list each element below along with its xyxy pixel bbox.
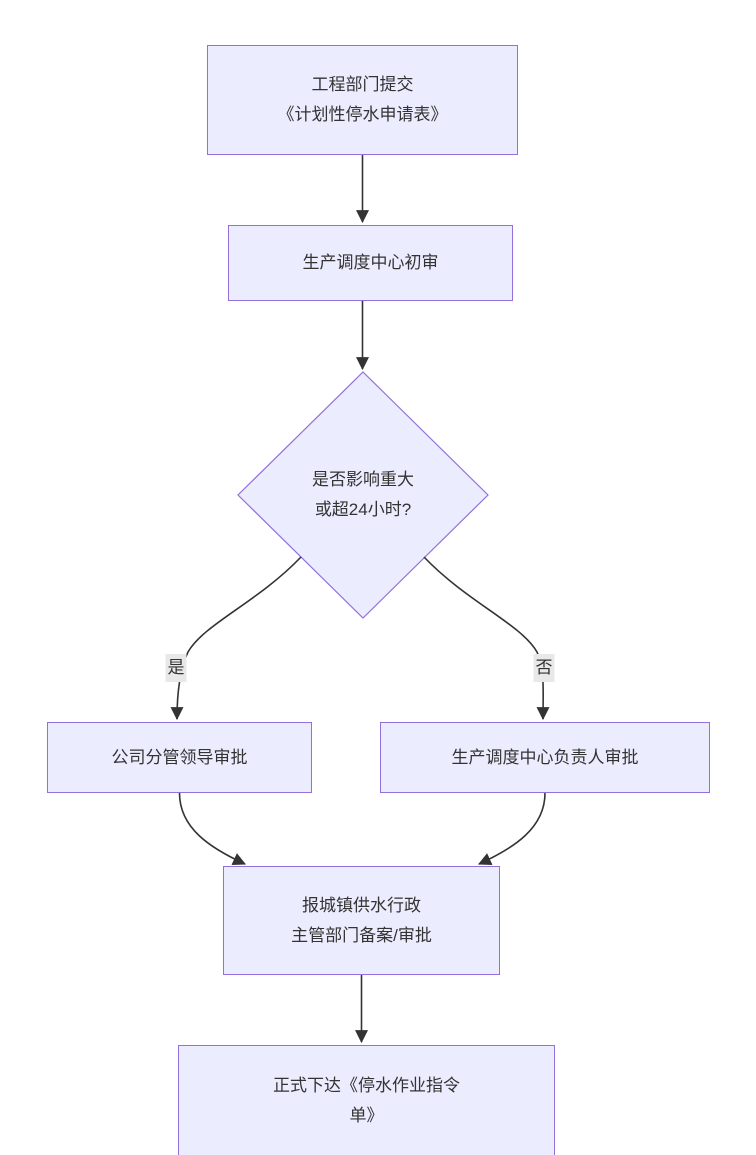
edge-decision-manager	[423, 556, 550, 721]
edge-label-no: 否	[533, 654, 555, 682]
node-submit-line1: 工程部门提交	[311, 75, 414, 94]
edge-label-yes: 是	[165, 654, 187, 682]
node-report-line1: 报城镇供水行政	[302, 895, 421, 915]
decision-diamond-shape	[237, 371, 489, 619]
node-order-line1: 正式下达《停水作业指令	[273, 1076, 460, 1095]
edge-leader-report	[178, 792, 246, 865]
node-review-line1: 生产调度中心初审	[302, 253, 439, 272]
node-decision-line2: 或超24小时?	[314, 500, 412, 519]
node-decision-line1: 是否影响重大	[312, 470, 414, 489]
node-submit-line2: 《计划性停水申请表》	[277, 105, 448, 124]
node-manager: 生产调度中心负责人审批	[380, 722, 710, 793]
node-review: 生产调度中心初审	[228, 225, 513, 301]
node-order-line2: 单》	[349, 1106, 384, 1125]
node-manager-line1: 生产调度中心负责人审批	[451, 747, 639, 767]
node-leader: 公司分管领导审批	[47, 722, 312, 793]
node-leader-line1: 公司分管领导审批	[111, 747, 248, 767]
node-decision: 是否影响重大 或超24小时?	[263, 450, 463, 540]
node-report: 报城镇供水行政 主管部门备案/审批	[223, 866, 500, 975]
node-order: 正式下达《停水作业指令 单》	[178, 1045, 555, 1155]
node-report-line2: 主管部门备案/审批	[291, 925, 432, 945]
edge-manager-report	[478, 792, 546, 865]
edge-decision-leader	[170, 556, 302, 721]
node-submit: 工程部门提交 《计划性停水申请表》	[207, 45, 518, 155]
